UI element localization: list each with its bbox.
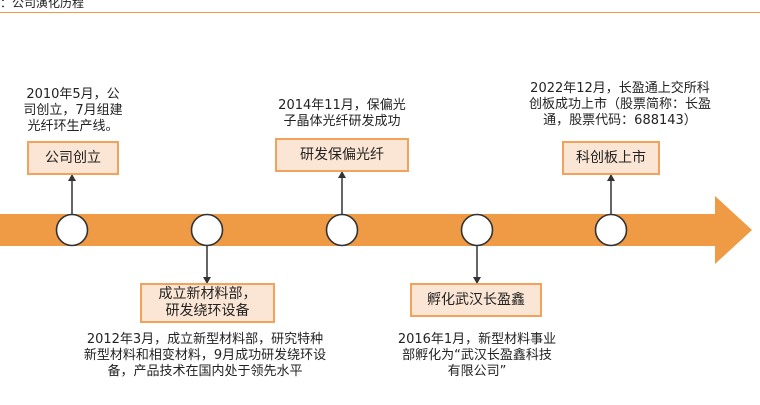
timeline-arrow	[0, 196, 752, 264]
connector-arrowhead-3	[338, 171, 346, 178]
event-box-4: 孵化武汉长盈鑫	[410, 283, 542, 317]
event-description-2: 2012年3月，成立新型材料部，研究特种 新型材料和相变材料，9月成功研发绕环设…	[83, 332, 327, 379]
section-title: ：公司演化历程	[0, 0, 85, 10]
event-label-1: 公司创立	[45, 149, 101, 166]
milestone-node-3	[325, 213, 359, 247]
event-box-2: 成立新材料部， 研发绕环设备	[140, 283, 275, 323]
event-label-4: 孵化武汉长盈鑫	[427, 291, 525, 308]
event-box-5: 科创板上市	[562, 141, 660, 175]
event-box-3: 研发保偏光纤	[275, 138, 409, 172]
connector-arrowhead-1	[68, 174, 76, 181]
connector-arrowhead-2	[203, 277, 211, 284]
milestone-node-5	[594, 213, 628, 247]
event-label-5: 科创板上市	[576, 149, 646, 166]
event-description-5: 2022年12月，长盈通上交所科 创板成功上市（股票简称：长盈 通，股票代码：6…	[528, 81, 711, 128]
event-description-4: 2016年1月，新型材料事业 部孵化为“武汉长盈鑫科技 有限公司”	[397, 332, 557, 379]
event-label-2: 成立新材料部， 研发绕环设备	[158, 286, 257, 319]
milestone-node-1	[55, 213, 89, 247]
event-description-3: 2014年11月，保偏光 子晶体光纤研发成功	[278, 98, 406, 129]
connector-arrowhead-4	[473, 277, 481, 284]
event-description-1: 2010年5月，公 司创立，7月组建 光纤环生产线。	[23, 87, 123, 134]
section-header: ：公司演化历程	[0, 0, 760, 13]
event-box-1: 公司创立	[27, 141, 119, 175]
connector-arrowhead-5	[607, 174, 615, 181]
milestone-node-4	[460, 213, 494, 247]
milestone-node-2	[190, 213, 224, 247]
event-label-3: 研发保偏光纤	[300, 146, 384, 163]
